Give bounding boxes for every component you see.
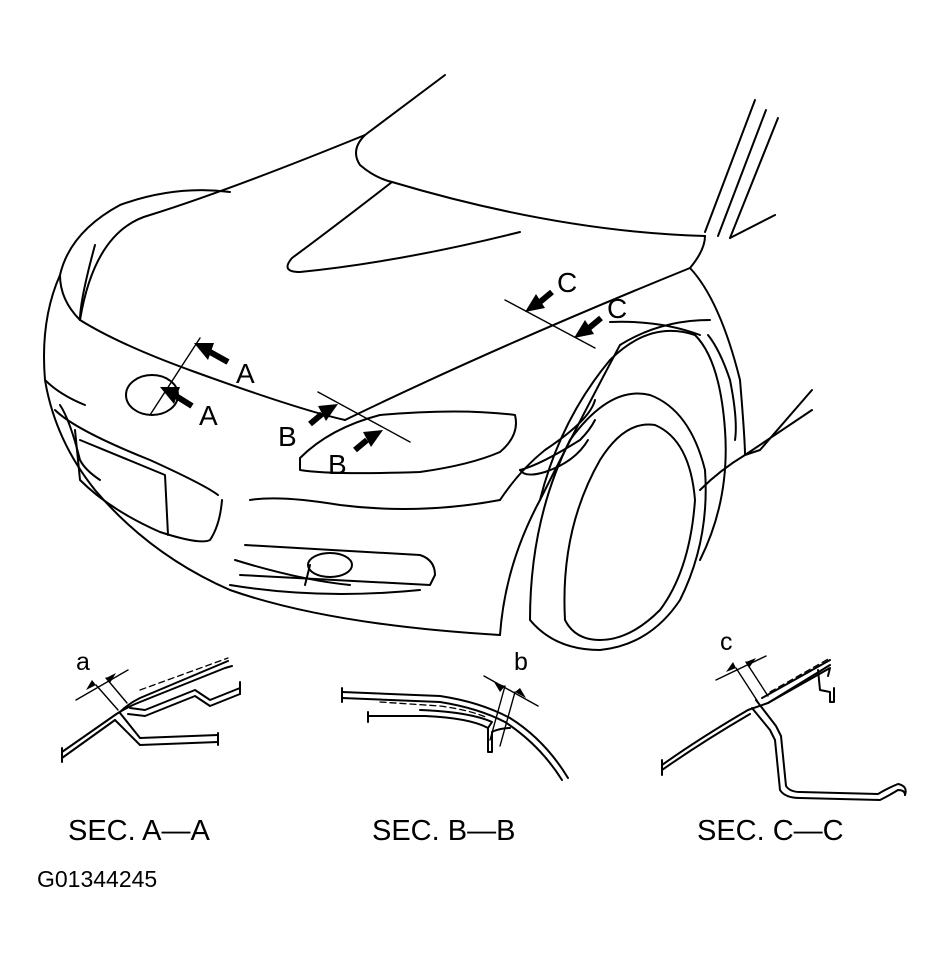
caption-section-aa: SEC. A—A	[68, 815, 210, 847]
callout-c-lower: C	[607, 293, 627, 324]
car-front-illustration	[43, 74, 813, 651]
dimension-b-label: b	[514, 648, 528, 676]
section-bb-detail: b	[341, 648, 569, 781]
figure-id: G01344245	[37, 866, 157, 892]
section-c-cut-line	[504, 299, 596, 349]
caption-section-bb: SEC. B—B	[372, 815, 515, 847]
callout-a-upper: A	[236, 358, 255, 389]
section-callouts: A A B B C C	[199, 267, 627, 480]
callout-b-lower: B	[328, 449, 347, 480]
callout-b-upper: B	[278, 421, 297, 452]
section-cc-detail: c	[661, 628, 907, 801]
section-captions: SEC. A—A SEC. B—B SEC. C—C	[68, 815, 844, 847]
section-b-arrow-lower	[353, 430, 383, 453]
section-cut-lines	[149, 299, 596, 443]
dimension-a-label: a	[76, 648, 90, 676]
section-a-arrow-upper	[194, 343, 230, 365]
dimension-c-label: c	[720, 628, 733, 656]
section-b-cut-line	[317, 391, 411, 443]
section-c-arrow-upper	[525, 289, 554, 312]
callout-a-lower: A	[199, 400, 218, 431]
section-a-cut-line	[149, 337, 201, 416]
section-aa-detail: a	[61, 648, 241, 763]
callout-c-upper: C	[557, 267, 577, 298]
section-a-arrow-lower	[160, 387, 194, 409]
section-b-arrow-upper	[308, 404, 338, 427]
section-c-arrow-lower	[574, 315, 603, 338]
caption-section-cc: SEC. C—C	[697, 815, 844, 847]
section-arrows	[160, 289, 603, 453]
